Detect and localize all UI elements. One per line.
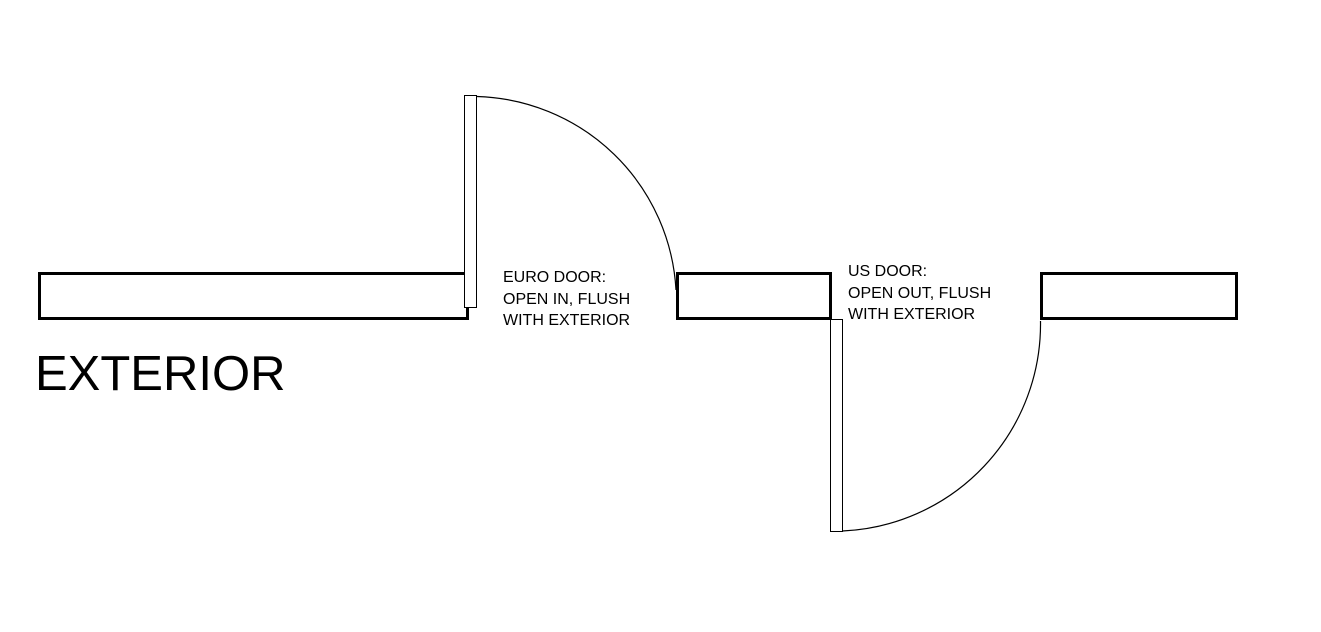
euro-door-label-line-1: EURO DOOR: [503,269,607,286]
euro-door-label: EURO DOOR: OPEN IN, FLUSH WITH EXTERIOR [503,267,630,332]
euro-door-leaf [464,95,477,308]
wall-segment-middle [676,272,832,320]
euro-door-label-line-3: WITH EXTERIOR [503,312,631,330]
euro-door-label-line-2: OPEN IN, FLUSH [503,290,631,308]
us-door-label-line-1: US DOOR: [848,263,928,280]
us-door-label-line-3: WITH EXTERIOR [848,306,976,324]
us-door-label: US DOOR: OPEN OUT, FLUSH WITH EXTERIOR [848,261,991,326]
exterior-label: EXTERIOR [35,347,286,401]
wall-segment-right [1040,272,1238,320]
us-door-leaf [830,319,843,532]
us-door-label-line-2: OPEN OUT, FLUSH [848,284,992,302]
euro-door-swing-arc [476,95,677,291]
wall-segment-left [38,272,469,320]
us-door-swing-arc [842,320,1042,532]
